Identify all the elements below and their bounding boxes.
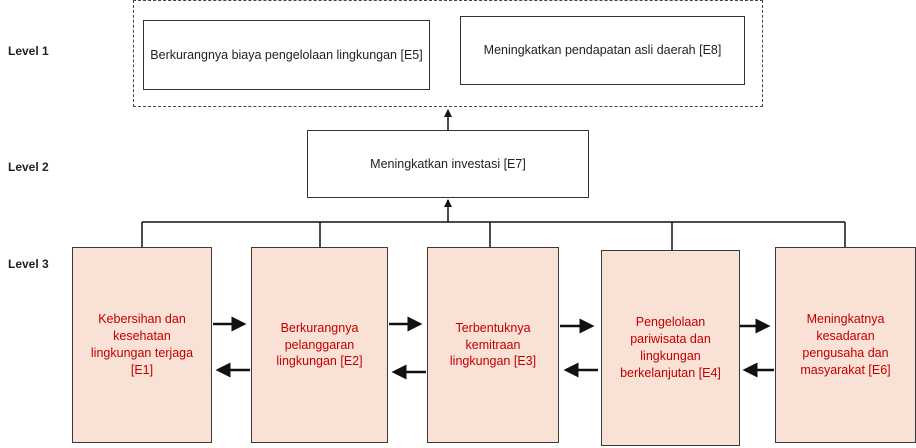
level-3-label: Level 3: [8, 257, 49, 271]
level-1-group: [133, 0, 763, 107]
node-e5: Berkurangnya biaya pengelolaan lingkunga…: [143, 20, 430, 90]
node-e6: Meningkatnya kesadaran pengusaha dan mas…: [775, 247, 916, 443]
node-e3: Terbentuknya kemitraan lingkungan [E3]: [427, 247, 559, 443]
node-e8: Meningkatkan pendapatan asli daerah [E8]: [460, 16, 745, 85]
node-e7: Meningkatkan investasi [E7]: [307, 130, 589, 198]
level-2-label: Level 2: [8, 160, 49, 174]
node-e4: Pengelolaan pariwisata dan lingkungan be…: [601, 250, 740, 446]
node-e1: Kebersihan dan kesehatan lingkungan terj…: [72, 247, 212, 443]
node-e2: Berkurangnya pelanggaran lingkungan [E2]: [251, 247, 388, 443]
level-1-label: Level 1: [8, 44, 49, 58]
